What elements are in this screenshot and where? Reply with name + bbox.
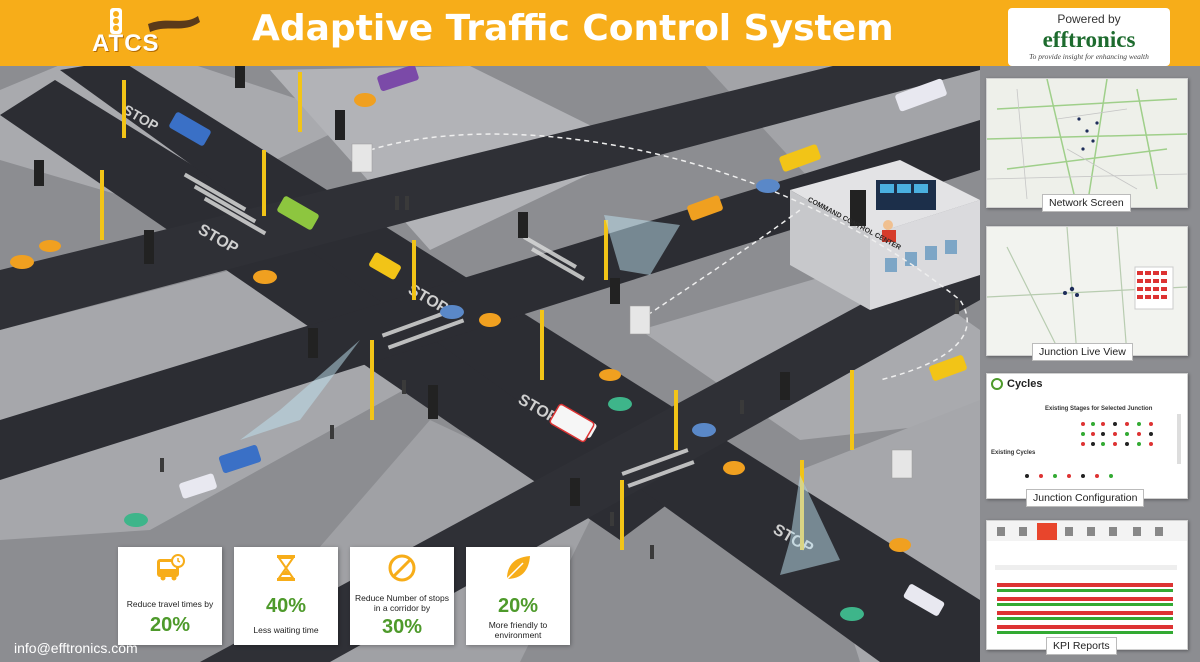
existing-stages-heading: Existing Stages for Selected Junction bbox=[1045, 406, 1153, 412]
ambulance bbox=[549, 403, 595, 443]
kpi-reports-panel[interactable] bbox=[986, 520, 1188, 650]
stat-card-stops: Reduce Number of stops in a corridor by … bbox=[350, 547, 454, 645]
stat-text: More friendly to environment bbox=[488, 620, 548, 640]
leaf-icon bbox=[506, 556, 530, 580]
junction-configuration-label: Junction Configuration bbox=[1026, 489, 1145, 507]
kpi-report-thumbnail bbox=[987, 521, 1187, 634]
cycles-icon bbox=[991, 378, 1003, 390]
stat-card-environment: 20% More friendly to environment bbox=[466, 547, 570, 645]
stat-value: 20% bbox=[497, 595, 539, 617]
stages-matrix bbox=[1025, 414, 1181, 478]
atcs-logo bbox=[110, 8, 200, 34]
hourglass-icon bbox=[277, 555, 295, 581]
cycles-heading: Cycles bbox=[1007, 378, 1043, 390]
contact-email-link[interactable]: info@efftronics.com bbox=[14, 640, 138, 656]
bus-clock-icon bbox=[157, 554, 185, 581]
powered-by-label: Powered by bbox=[1057, 12, 1121, 26]
stat-value: 30% bbox=[381, 616, 423, 638]
network-screen-panel[interactable] bbox=[986, 78, 1188, 208]
powered-by-badge[interactable]: Powered by efftronics To provide insight… bbox=[1008, 8, 1170, 66]
network-screen-label: Network Screen bbox=[1042, 194, 1131, 212]
stat-card-travel-time: Reduce travel times by 20% bbox=[118, 547, 222, 645]
network-map-thumbnail bbox=[987, 79, 1187, 207]
existing-cycles-heading: Existing Cycles bbox=[991, 450, 1036, 456]
no-stop-icon bbox=[388, 554, 416, 582]
junction-map-thumbnail bbox=[987, 227, 1187, 355]
stat-text: Less waiting time bbox=[253, 625, 319, 635]
kpi-reports-label: KPI Reports bbox=[1046, 637, 1117, 655]
stat-card-waiting-time: 40% Less waiting time bbox=[234, 547, 338, 645]
junction-live-view-panel[interactable] bbox=[986, 226, 1188, 356]
logo-text: ATCS bbox=[92, 30, 160, 57]
junction-configuration-panel[interactable]: Cycles Existing Stages for Selected Junc… bbox=[986, 373, 1188, 499]
command-control-center: COMMAND CONTROL CENTER bbox=[790, 160, 980, 310]
page-title: Adaptive Traffic Control System bbox=[252, 8, 894, 49]
header-bar: ATCS Adaptive Traffic Control System Pow… bbox=[0, 0, 1200, 66]
stat-text: Reduce Number of stops in a corridor by bbox=[354, 593, 450, 613]
brand-tagline: To provide insight for enhancing wealth bbox=[1029, 52, 1149, 61]
brand-logo: efftronics bbox=[1042, 27, 1136, 52]
stat-value: 20% bbox=[149, 614, 191, 636]
stat-text: Reduce travel times by bbox=[126, 599, 214, 609]
junction-live-view-label: Junction Live View bbox=[1032, 343, 1133, 361]
stat-value: 40% bbox=[265, 595, 307, 617]
